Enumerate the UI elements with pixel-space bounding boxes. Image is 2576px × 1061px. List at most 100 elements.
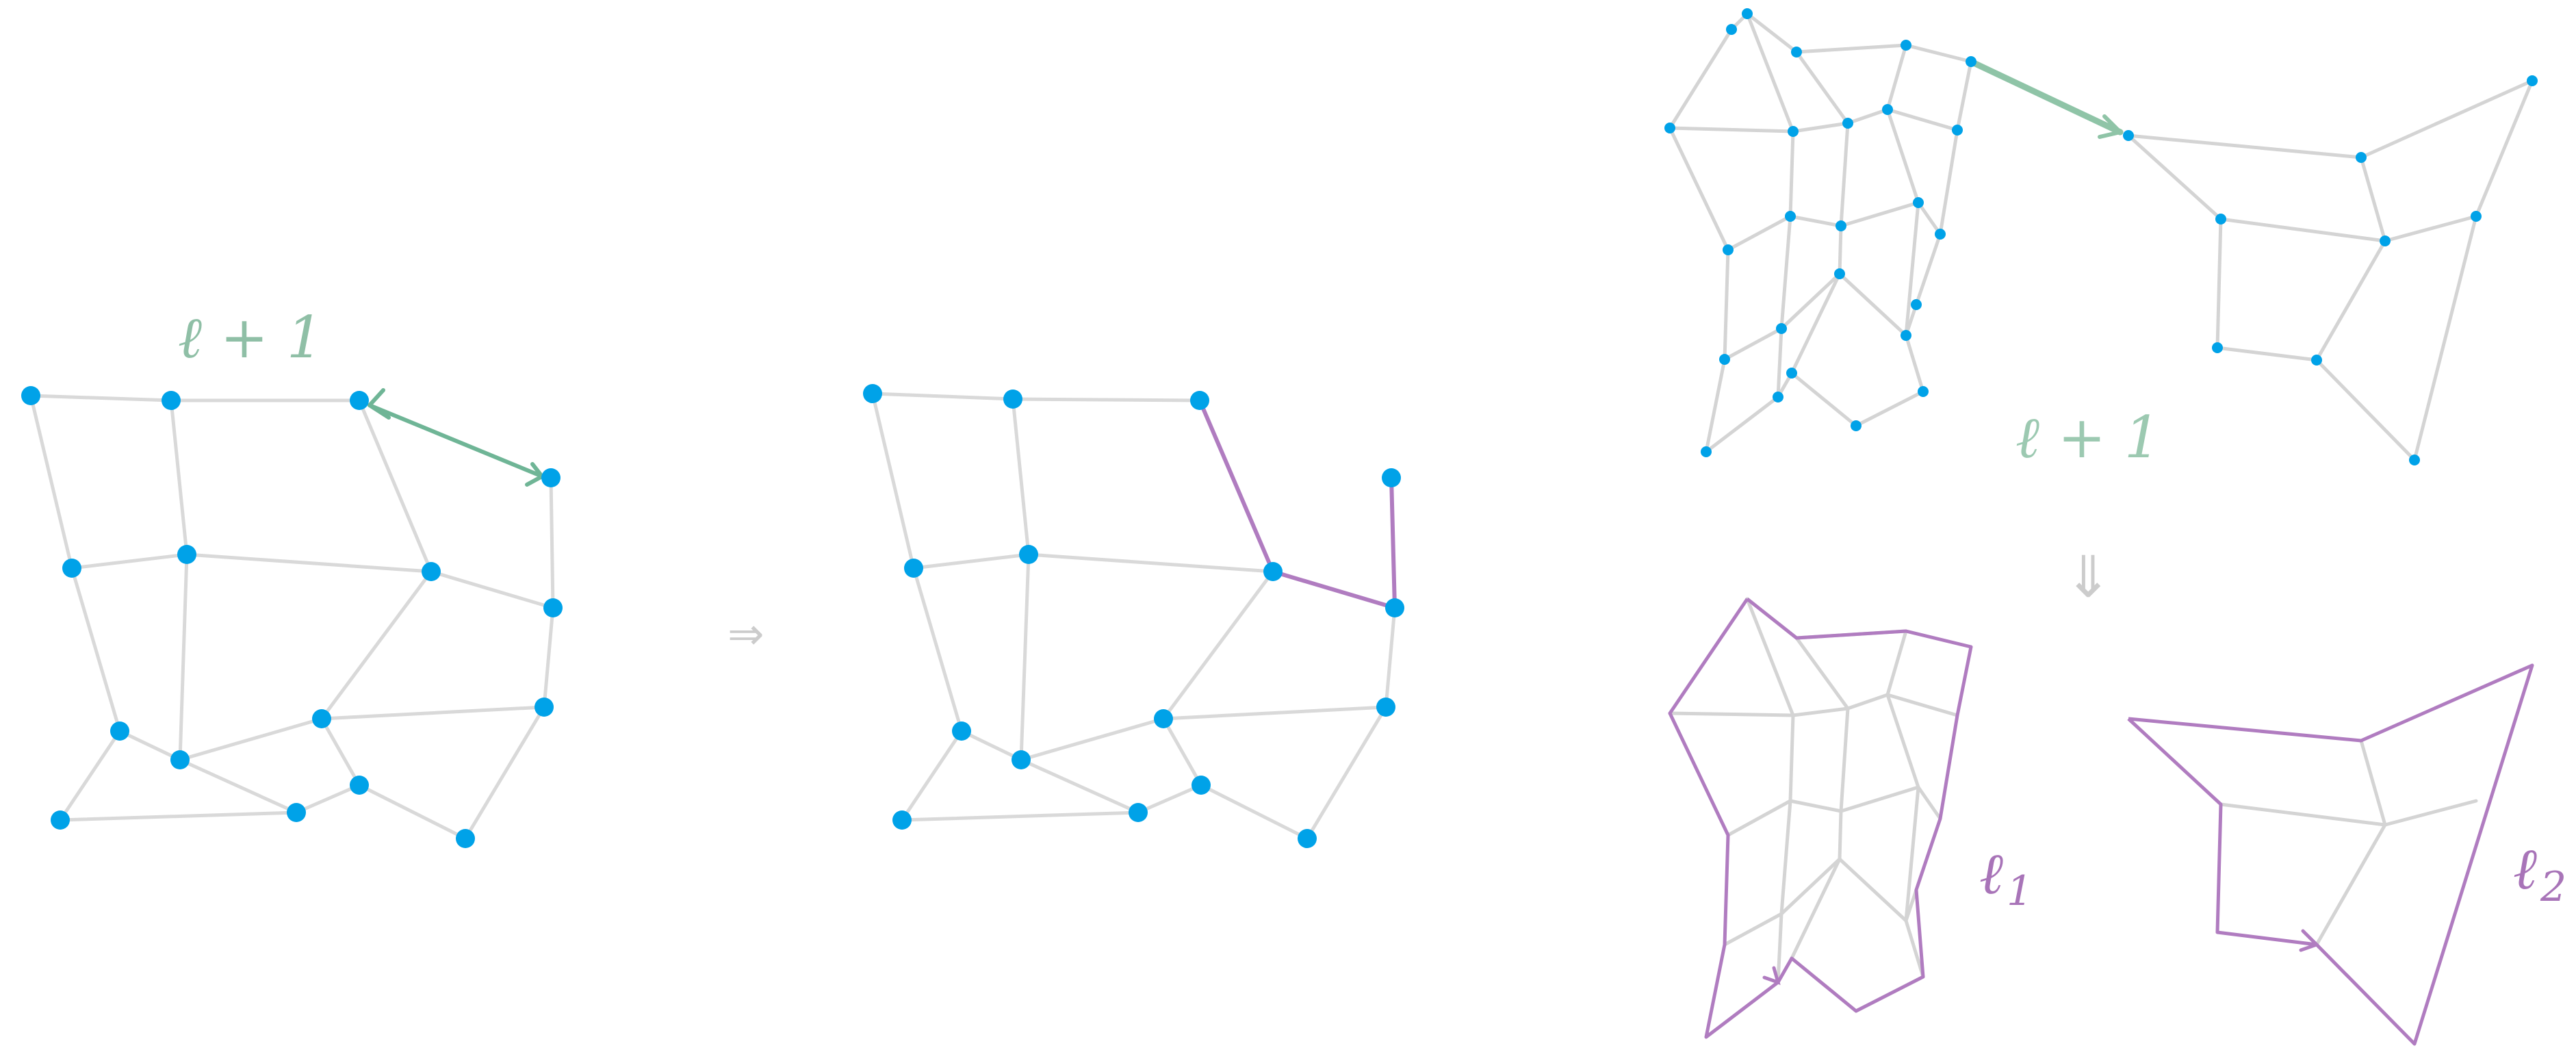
- edge: [169, 398, 189, 557]
- edge: [1305, 705, 1388, 841]
- loop-2-path: [2127, 663, 2534, 1046]
- panel-4-inner-edges: [1668, 597, 2478, 1013]
- panel-4-graph: ℓ 1 ℓ 2: [1668, 597, 2566, 1046]
- edge: [542, 606, 555, 709]
- edge: [1885, 693, 1959, 717]
- node: [2356, 152, 2367, 163]
- panel-3-graph: ℓ + 1: [1664, 8, 2538, 471]
- edge: [1788, 713, 1795, 803]
- node: [1664, 123, 1675, 133]
- panel-2-edges: [871, 392, 1397, 841]
- node: [456, 829, 475, 848]
- double-down-arrow-icon: ⇓: [2064, 544, 2112, 611]
- edge: [294, 783, 361, 815]
- edge: [1668, 126, 1795, 133]
- panel-1-edges: [29, 394, 555, 841]
- edge: [1854, 389, 1925, 428]
- edge: [1788, 129, 1795, 218]
- edge: [1838, 272, 1908, 337]
- edge: [1019, 552, 1031, 762]
- edge: [2359, 739, 2387, 827]
- edge: [1885, 43, 1908, 112]
- edge: [178, 552, 189, 762]
- node: [2409, 455, 2420, 465]
- loop-1-path: [1668, 598, 1973, 1039]
- node: [1263, 562, 1283, 581]
- edge: [178, 758, 298, 815]
- edge: [320, 717, 361, 787]
- node: [350, 776, 369, 795]
- loop-1-subscript: 1: [2007, 867, 2033, 915]
- edge: [1955, 60, 1973, 132]
- node: [62, 559, 81, 578]
- edge: [1723, 912, 1783, 947]
- edge: [1791, 121, 1850, 133]
- edge: [1745, 12, 1795, 133]
- edge: [1011, 397, 1202, 402]
- edge: [1838, 809, 1843, 861]
- loop-1-symbol: ℓ: [1979, 840, 2003, 907]
- edge: [1885, 107, 1959, 132]
- edge: [912, 552, 1031, 570]
- node: [2380, 235, 2391, 246]
- edge: [1790, 272, 1842, 375]
- panel-1-green-arrow: [368, 388, 544, 487]
- edge: [1723, 327, 1783, 361]
- node: [2311, 355, 2322, 366]
- node: [863, 384, 882, 403]
- node: [1791, 47, 1802, 57]
- node: [2215, 214, 2226, 225]
- right-loop-label: ℓ + 1: [2015, 404, 2161, 471]
- edge: [1904, 201, 1920, 337]
- edge: [871, 392, 1015, 401]
- edge: [1779, 214, 1792, 331]
- node: [952, 721, 971, 741]
- node: [170, 750, 190, 769]
- node: [1776, 323, 1787, 334]
- loop-2-symbol: ℓ: [2513, 835, 2537, 902]
- node: [177, 545, 196, 564]
- node: [534, 698, 554, 717]
- node: [1382, 468, 1401, 487]
- node: [1719, 354, 1730, 365]
- edge: [1726, 214, 1792, 252]
- node: [162, 391, 181, 410]
- node: [1701, 446, 1712, 457]
- node: [1952, 125, 1963, 136]
- panel-3-green-arrow: [1968, 58, 2124, 139]
- purple-path: [1198, 398, 1397, 610]
- edge: [900, 729, 964, 822]
- edge: [2215, 217, 2223, 350]
- edge: [1904, 43, 1973, 64]
- node: [1836, 220, 1846, 231]
- edge: [1904, 785, 1920, 923]
- edge: [1161, 705, 1388, 721]
- panel-2-graph: [863, 384, 1404, 848]
- node: [1773, 392, 1783, 402]
- node: [2212, 342, 2223, 353]
- edge: [1161, 570, 1275, 721]
- node: [1842, 118, 1853, 129]
- double-right-arrow-icon: ⇒: [727, 609, 764, 660]
- node: [1190, 391, 1209, 410]
- edge: [1794, 50, 1850, 125]
- node: [1834, 268, 1845, 279]
- edge: [2383, 799, 2478, 827]
- node: [1913, 197, 1924, 208]
- node: [1966, 56, 1976, 67]
- edge: [1019, 717, 1165, 762]
- node: [1298, 829, 1317, 848]
- edge: [1668, 126, 1730, 252]
- panel-4-loops: [1668, 598, 2534, 1046]
- node: [1723, 244, 1734, 255]
- edge: [1914, 232, 1942, 307]
- edge: [1726, 799, 1792, 837]
- node: [1918, 386, 1929, 397]
- panel-3-nodes: [1664, 8, 2538, 465]
- green-arrow-edge: [1968, 58, 2124, 136]
- node: [2527, 75, 2538, 86]
- loop-1-label: ℓ 1: [1979, 840, 2033, 915]
- edge: [1788, 799, 1843, 813]
